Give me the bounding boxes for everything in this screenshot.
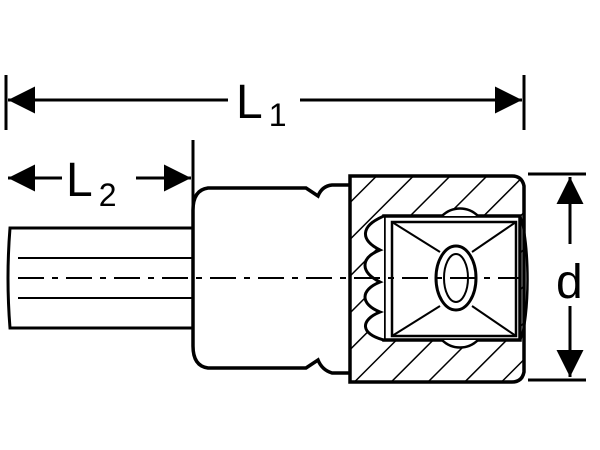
d-label: d	[556, 256, 583, 309]
dimension-d: d	[528, 172, 586, 382]
